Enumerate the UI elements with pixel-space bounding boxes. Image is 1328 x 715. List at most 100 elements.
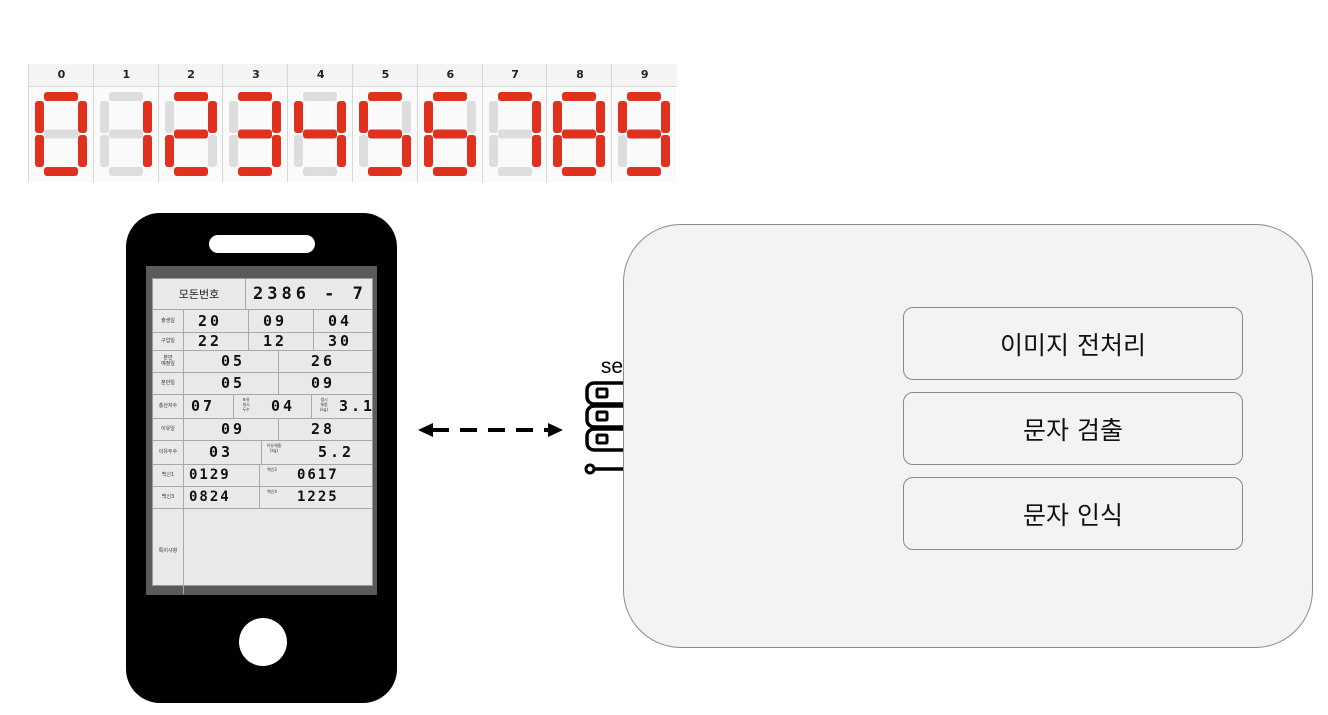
segment-g (368, 129, 402, 139)
form-handwritten-value: 26 (311, 352, 336, 370)
form-handwritten-value: 20 (198, 312, 223, 330)
form-handwritten-value: 04 (328, 312, 353, 330)
segment-e (359, 135, 368, 167)
segment-f (35, 101, 44, 133)
digit-cell-8: 8 (546, 64, 613, 182)
segment-c (466, 135, 476, 167)
segment-f (164, 101, 174, 133)
form-row-label: 백신3 (153, 486, 184, 508)
digit-cell-3: 3 (222, 64, 289, 182)
form-sub-label: 포유 개시 두수 (242, 397, 250, 412)
step-image-preprocessing: 이미지 전처리 (903, 307, 1243, 380)
form-sub-label: 백신2 (267, 467, 277, 472)
form-handwritten-value: 0824 (189, 489, 231, 505)
form-sub-label: 생시 체중 (kg) (320, 397, 328, 412)
segment-c (272, 135, 282, 167)
form-row-label: 분만 예정일 (153, 350, 184, 372)
segment-a (497, 92, 532, 101)
seven-segment-digit-0 (35, 92, 87, 176)
segment-e (294, 135, 304, 167)
digit-cell-0: 0 (28, 64, 94, 182)
segment-b (402, 101, 411, 133)
segment-b (207, 101, 217, 133)
segment-d (497, 167, 532, 176)
seven-segment-digit-2 (164, 92, 217, 176)
form-row-label: 분만일 (153, 372, 184, 394)
segment-d (562, 167, 597, 176)
segment-e (423, 135, 433, 167)
form-row-label: 총산자수 (153, 394, 184, 418)
phone-speaker (209, 235, 315, 253)
seven-segment-digit-1 (99, 92, 152, 176)
seven-segment-digit-9 (618, 92, 671, 176)
segment-f (488, 101, 498, 133)
segment-f (229, 101, 239, 133)
form-handwritten-value: 1225 (297, 489, 339, 505)
form-handwritten-value: 12 (263, 332, 288, 350)
segment-c (531, 135, 541, 167)
phone-home-button (239, 618, 287, 666)
digit-cell-7: 7 (481, 64, 548, 182)
segment-f (359, 101, 368, 133)
segment-b (142, 101, 152, 133)
segment-b (337, 101, 347, 133)
digit-header: 7 (482, 64, 548, 87)
segment-c (207, 135, 217, 167)
form-handwritten-value: 30 (328, 332, 353, 350)
form-divider (259, 486, 260, 508)
segment-d (238, 167, 273, 176)
digit-header: 6 (417, 64, 483, 87)
server-processing-box: 이미지 전처리 문자 검출 문자 인식 (623, 224, 1313, 648)
segment-f (553, 101, 563, 133)
digit-cell-2: 2 (157, 64, 224, 182)
segment-a (368, 92, 402, 101)
seven-segment-digit-6 (423, 92, 476, 176)
segment-b (466, 101, 476, 133)
segment-c (596, 135, 606, 167)
segment-e (553, 135, 563, 167)
segment-d (173, 167, 208, 176)
seven-segment-digit-8 (553, 92, 606, 176)
segment-f (618, 101, 628, 133)
form-row-label: 백신1 (153, 464, 184, 486)
seven-segment-digit-5 (359, 92, 411, 176)
seven-segment-digit-7 (488, 92, 541, 176)
digit-cell-9: 9 (611, 64, 678, 182)
form-title-value: 2386 - 7 (253, 284, 367, 304)
segment-a (44, 92, 78, 101)
form-divider (311, 394, 312, 418)
segment-e (488, 135, 498, 167)
segment-e (164, 135, 174, 167)
form-row-label: 특이사항 (153, 508, 184, 594)
segment-g (44, 129, 78, 139)
form-title-row: 모돈번호 2386 - 7 (153, 279, 372, 310)
form-row-label: 이유두수 (153, 440, 184, 464)
form-handwritten-value: 04 (271, 397, 296, 415)
form-row: 특이사항 (153, 508, 372, 594)
segment-d (303, 167, 338, 176)
segment-b (531, 101, 541, 133)
segment-a (108, 92, 143, 101)
segment-d (108, 167, 143, 176)
digit-cell-5: 5 (352, 64, 418, 182)
form-handwritten-value: 5.2 (318, 443, 355, 461)
form-handwritten-value: 28 (311, 420, 336, 438)
segment-c (337, 135, 347, 167)
seven-segment-digit-3 (229, 92, 282, 176)
segment-a (238, 92, 273, 101)
form-handwritten-value: 03 (209, 443, 234, 461)
step-character-detection: 문자 검출 (903, 392, 1243, 465)
segment-d (627, 167, 662, 176)
form-divider (233, 394, 234, 418)
form-divider (278, 350, 279, 372)
digit-header: 9 (612, 64, 678, 87)
form-handwritten-value: 0129 (189, 467, 231, 483)
form-row-label: 출생일 (153, 310, 184, 332)
